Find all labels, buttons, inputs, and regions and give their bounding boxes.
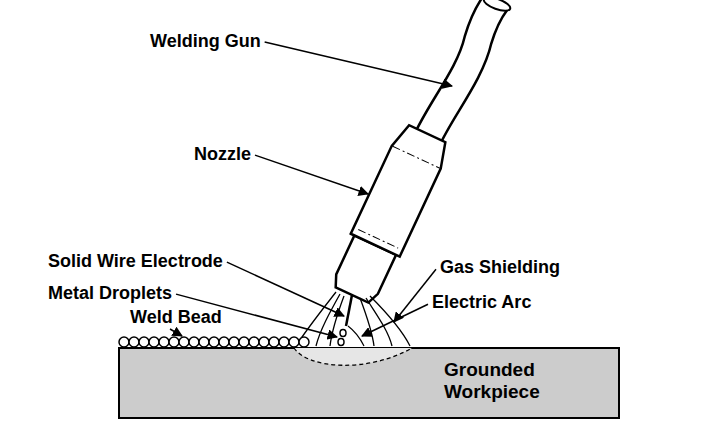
bead-ripple [189,337,199,347]
weld-pool [118,347,620,417]
bead-ripple [199,337,209,347]
part-label: Grounded Workpiece [444,359,604,403]
gun-tube-outline [426,2,496,142]
bead-ripple [219,337,229,347]
part-label: Electric Arc [432,291,531,313]
bead-ripple [149,337,159,347]
workpiece-text: Grounded Workpiece [444,349,604,413]
part-label: Metal Droplets [48,282,172,304]
bead-ripple [229,337,239,347]
part-label: Weld Bead [130,306,222,328]
metal-droplet [338,339,344,346]
part-label: Gas Shielding [440,256,560,278]
bead-ripple [289,337,299,347]
leader-line [394,269,436,322]
bead-ripple [269,337,279,347]
workpiece-block: Grounded Workpiece [118,347,620,419]
part-label: Solid Wire Electrode [48,250,223,272]
part-label: Welding Gun [150,30,261,52]
metal-droplet [340,330,346,337]
bead-ripple [279,337,289,347]
bead-ripple [259,337,269,347]
leader-line [265,42,452,86]
wire-electrode [346,295,352,326]
leader-line [362,304,428,336]
electric-arc [348,326,364,346]
bead-ripple [179,337,189,347]
gas-shielding-lines [296,292,410,346]
bead-ripple [299,337,309,347]
bead-ripple [139,337,149,347]
leader-line [170,329,182,336]
bead-ripple [249,337,259,347]
leader-line [255,155,368,194]
weld-bead [119,337,309,347]
part-label: Nozzle [194,143,251,165]
bead-ripple [209,337,219,347]
bead-ripple [159,337,169,347]
gun-tube-fill [426,2,496,142]
bead-ripple [129,337,139,347]
nozzle-body [328,122,452,306]
gun-tube-end [482,0,512,13]
bead-ripple [239,337,249,347]
leader-line [227,262,344,316]
bead-ripple [119,337,129,347]
bead-ripple [169,337,179,347]
